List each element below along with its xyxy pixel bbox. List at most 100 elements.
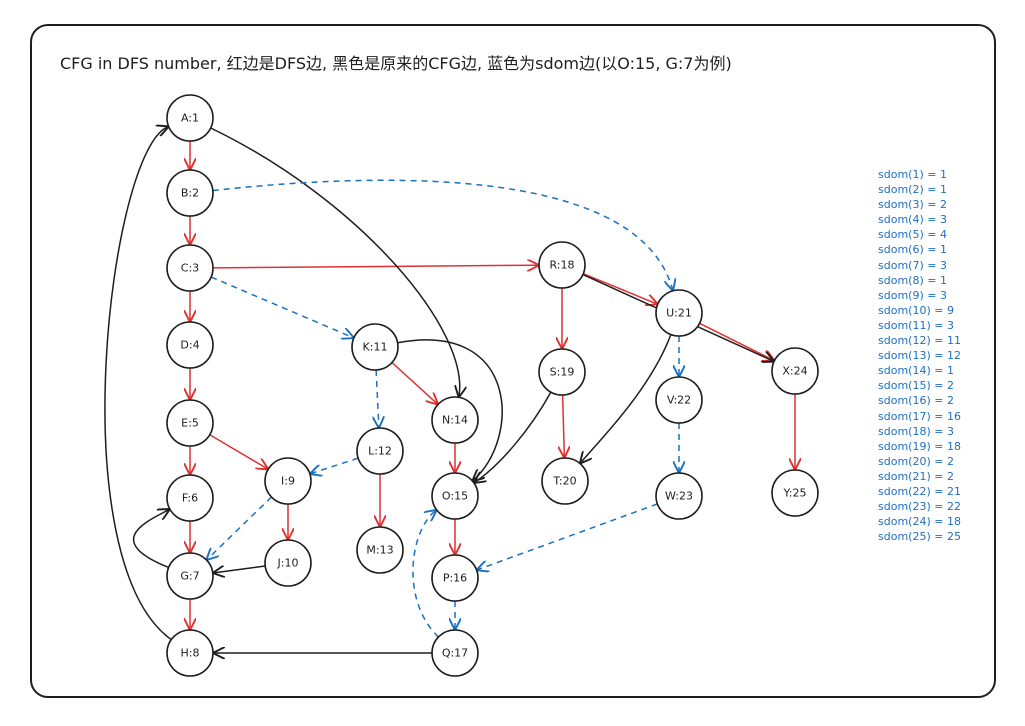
node-circle — [166, 399, 214, 447]
node-circle — [541, 457, 589, 505]
sdom-entry: sdom(8) = 1 — [878, 273, 947, 287]
node-label: D:4 — [180, 339, 199, 352]
node-label: F:6 — [182, 492, 198, 505]
node-circle — [264, 457, 312, 505]
node-b: B:2 — [166, 169, 214, 217]
sdom-entry: sdom(23) = 22 — [878, 500, 961, 514]
sdom-entry: sdom(25) = 25 — [878, 530, 961, 544]
cfg-edge-k-o — [397, 339, 503, 480]
cfg-edge-h-a — [104, 127, 172, 641]
sdom-entry: sdom(12) = 11 — [878, 334, 961, 348]
node-y: Y:25 — [771, 469, 819, 517]
node-label: B:2 — [181, 187, 199, 200]
node-circle — [166, 94, 214, 142]
node-t: T:20 — [541, 457, 589, 505]
sdom-entry: sdom(21) = 2 — [878, 469, 954, 483]
node-g: G:7 — [166, 552, 214, 600]
sdom-entry: sdom(20) = 2 — [878, 454, 954, 468]
sdom-entry: sdom(11) = 3 — [878, 318, 954, 332]
node-label: P:16 — [443, 572, 467, 585]
sdom-entry: sdom(3) = 2 — [878, 198, 947, 212]
node-label: U:21 — [666, 307, 692, 320]
node-q: Q:17 — [431, 629, 479, 677]
sdom-entry: sdom(24) = 18 — [878, 515, 961, 529]
node-a: A:1 — [166, 94, 214, 142]
cfg-edge-u-t — [581, 334, 672, 463]
sdom-entry: sdom(16) = 2 — [878, 394, 954, 408]
node-label: I:9 — [281, 475, 295, 488]
node-circle — [166, 629, 214, 677]
dfs-edge-u-x — [699, 322, 774, 360]
sdom-edge-w-p — [478, 503, 658, 570]
node-circle — [771, 469, 819, 517]
sdom-entry: sdom(15) = 2 — [878, 379, 954, 393]
cfg-edge-s-o — [475, 391, 552, 482]
node-m: M:13 — [356, 526, 404, 574]
node-label: R:18 — [549, 259, 574, 272]
node-label: N:14 — [442, 414, 468, 427]
node-circle — [166, 321, 214, 369]
node-circle — [166, 244, 214, 292]
node-label: X:24 — [782, 365, 807, 378]
nodes-layer: A:1B:2C:3D:4E:5F:6G:7H:8I:9J:10K:11L:12M… — [166, 94, 819, 677]
sdom-entry: sdom(2) = 1 — [878, 183, 947, 197]
diagram-title: CFG in DFS number, 红边是DFS边, 黑色是原来的CFG边, … — [60, 54, 732, 73]
edges-layer — [104, 127, 795, 653]
dfs-edge-k-n — [391, 361, 437, 404]
sdom-entry: sdom(4) = 3 — [878, 213, 947, 227]
node-h: H:8 — [166, 629, 214, 677]
node-label: A:1 — [181, 112, 199, 125]
node-s: S:19 — [538, 348, 586, 396]
sdom-edge-l-i — [311, 457, 359, 473]
sdom-entry: sdom(18) = 3 — [878, 424, 954, 438]
node-n: N:14 — [431, 396, 479, 444]
node-label: O:15 — [442, 490, 468, 503]
node-circle — [431, 629, 479, 677]
diagram-frame — [30, 24, 996, 698]
node-w: W:23 — [655, 472, 703, 520]
dfs-edge-s-t — [563, 394, 565, 457]
node-label: V:22 — [667, 394, 691, 407]
node-i: I:9 — [264, 457, 312, 505]
node-circle — [356, 526, 404, 574]
node-circle — [166, 552, 214, 600]
cfg-edge-a-n — [210, 127, 460, 396]
cfg-edge-j-g — [214, 565, 266, 573]
node-label: S:19 — [550, 366, 575, 379]
node-label: Y:25 — [783, 487, 807, 500]
node-label: Q:17 — [442, 647, 468, 660]
node-r: R:18 — [538, 241, 586, 289]
node-e: E:5 — [166, 399, 214, 447]
node-circle — [538, 241, 586, 289]
sdom-entry: sdom(5) = 4 — [878, 228, 947, 242]
node-label: L:12 — [368, 445, 392, 458]
node-f: F:6 — [166, 474, 214, 522]
node-label: E:5 — [181, 417, 199, 430]
node-label: T:20 — [552, 475, 576, 488]
node-d: D:4 — [166, 321, 214, 369]
node-p: P:16 — [431, 554, 479, 602]
dfs-edge-e-i — [209, 434, 268, 469]
node-circle — [356, 427, 404, 475]
sdom-edge-b-u — [212, 179, 673, 290]
node-label: J:10 — [277, 557, 299, 570]
dfs-edge-r-u — [582, 273, 657, 304]
node-u: U:21 — [655, 289, 703, 337]
sdom-entry: sdom(22) = 21 — [878, 484, 961, 498]
node-x: X:24 — [771, 347, 819, 395]
node-circle — [655, 376, 703, 424]
node-label: M:13 — [366, 544, 393, 557]
node-circle — [166, 169, 214, 217]
node-k: K:11 — [351, 323, 399, 371]
node-label: W:23 — [665, 490, 693, 503]
sdom-entry: sdom(10) = 9 — [878, 303, 954, 317]
node-circle — [655, 472, 703, 520]
dfs-edge-c-r — [212, 265, 538, 268]
node-circle — [538, 348, 586, 396]
node-circle — [351, 323, 399, 371]
node-label: K:11 — [363, 341, 388, 354]
sdom-entry: sdom(19) = 18 — [878, 439, 961, 453]
node-label: G:7 — [180, 570, 199, 583]
